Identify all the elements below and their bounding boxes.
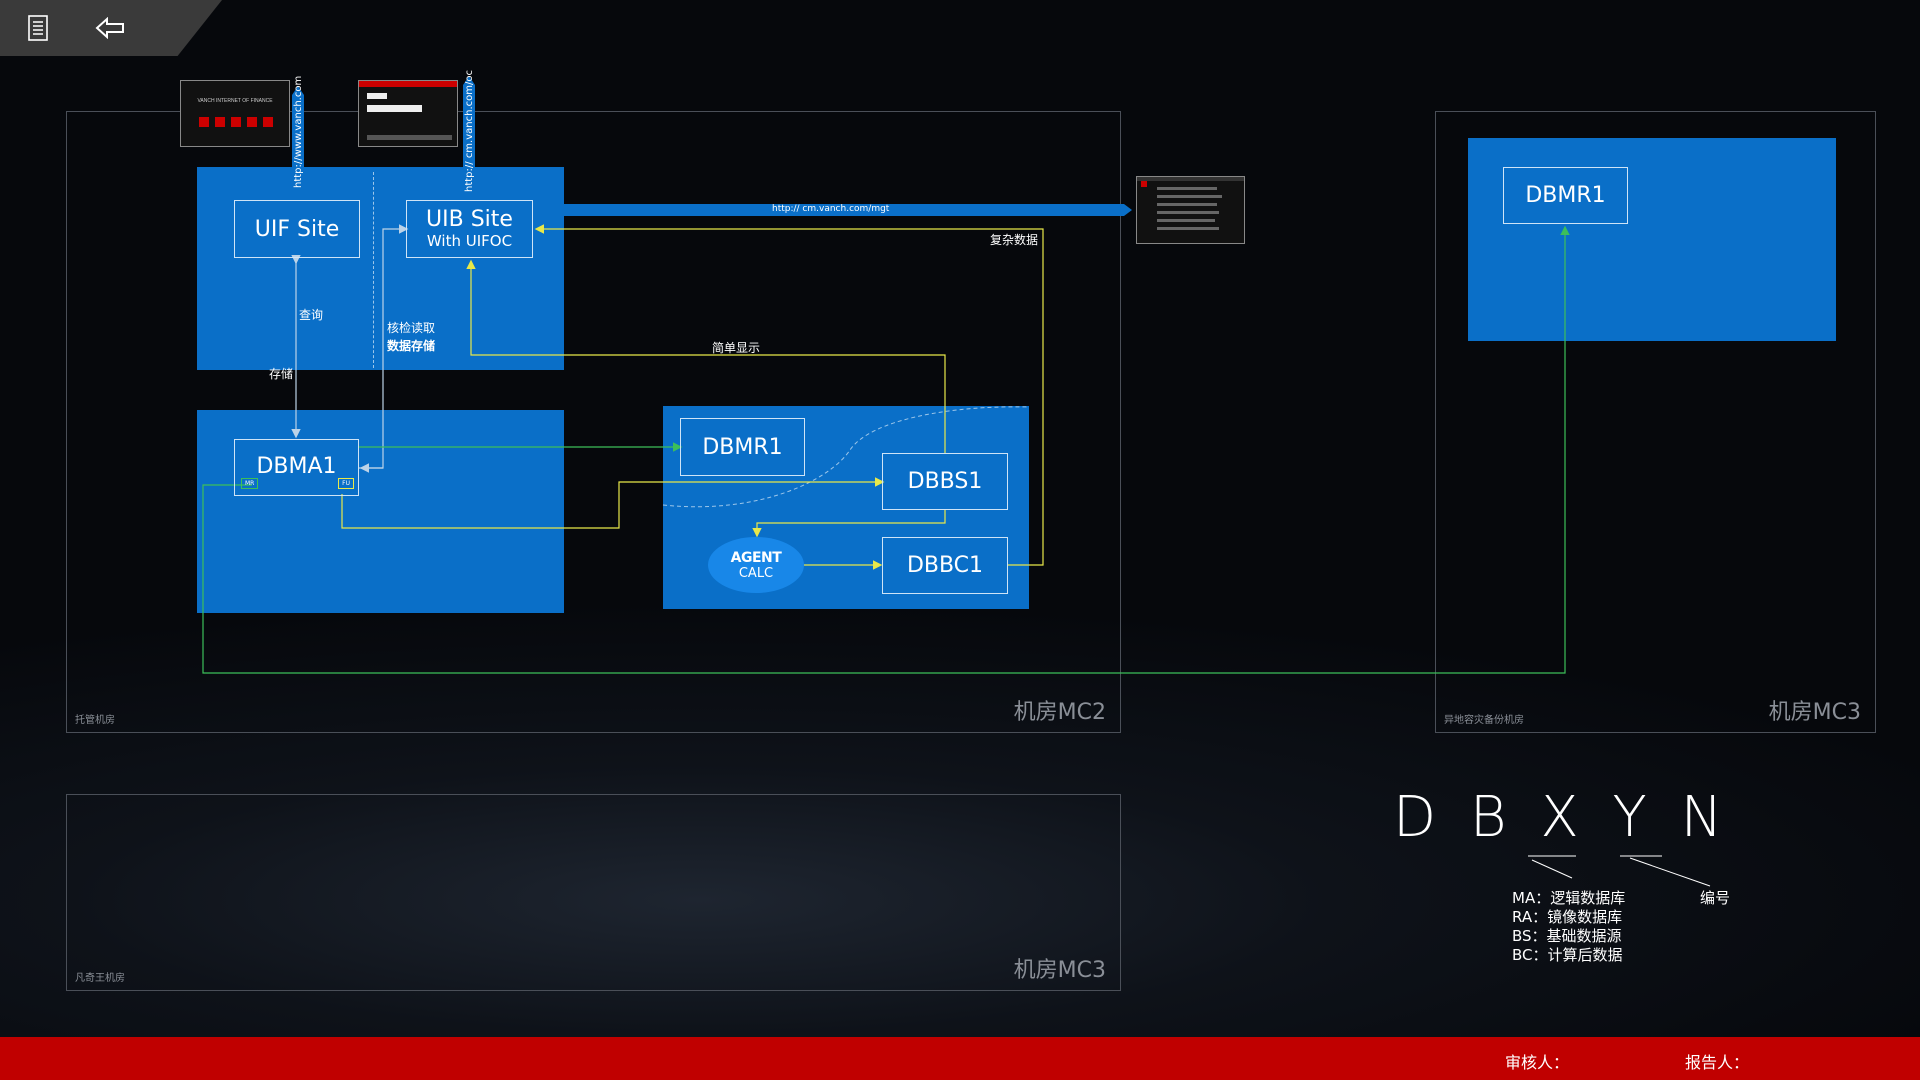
uib-site-node[interactable]: UIB Site With UIFOC: [406, 200, 533, 258]
agent-sub-label: CALC: [738, 565, 774, 581]
room-mc3-right-label: 机房MC3: [1768, 700, 1861, 725]
reporter-label: 报告人：: [1685, 1053, 1750, 1072]
agent-label: AGENT: [730, 549, 782, 566]
uif-url-label[interactable]: http://www.vanch.com: [293, 75, 304, 188]
uif-site-node[interactable]: UIF Site: [234, 200, 360, 258]
uif-site-label: UIF Site: [254, 216, 340, 242]
legend-item-bc: BC：计算后数据: [1512, 946, 1623, 964]
mr-tag: MR: [241, 478, 259, 489]
uif-screenshot-thumbnail[interactable]: VANCH INTERNET OF FINANCE: [180, 80, 290, 147]
room-mc3-right-small-label: 异地容灾备份机房: [1444, 715, 1524, 726]
room-mc3-right: 异地容灾备份机房 机房MC3: [1435, 111, 1876, 733]
dbma-block: [197, 410, 564, 613]
thumb-title: VANCH INTERNET OF FINANCE: [197, 98, 273, 104]
uib-url-label[interactable]: http:// cm.vanch.com/oc: [464, 70, 475, 192]
dbbc1-node[interactable]: DBBC1: [882, 537, 1008, 594]
back-arrow-icon[interactable]: [90, 8, 130, 48]
web-block-divider: [373, 172, 374, 368]
store-label: 存储: [269, 367, 294, 381]
room-mc3-bottom: 凡奇王机房 机房MC3: [66, 794, 1121, 991]
dbma1-label: DBMA1: [256, 454, 337, 479]
room-mc3-bottom-small-label: 凡奇王机房: [75, 973, 125, 984]
mgt-screenshot-thumbnail[interactable]: [1136, 176, 1245, 244]
simple-display-label: 简单显示: [712, 341, 761, 355]
room-mc2-small-label: 托管机房: [75, 715, 115, 726]
reviewer-label: 审核人：: [1505, 1053, 1570, 1072]
room-mc2-label: 机房MC2: [1013, 700, 1106, 725]
number-label: 编号: [1700, 889, 1731, 907]
dbbc1-label: DBBC1: [906, 553, 984, 578]
legend-item-ra: RA：镜像数据库: [1512, 908, 1623, 926]
top-toolbar: [0, 0, 222, 56]
remote-dbmr-block: [1468, 138, 1836, 341]
room-mc2: 托管机房 机房MC2: [66, 111, 1121, 733]
dbma1-node[interactable]: DBMA1 MR FU: [234, 439, 359, 496]
query-label: 查询: [299, 308, 324, 322]
remote-dbmr1-label: DBMR1: [1525, 183, 1606, 208]
dbmr1-node[interactable]: DBMR1: [680, 418, 805, 476]
uib-screenshot-thumbnail[interactable]: [358, 80, 458, 147]
agent-calc-node[interactable]: AGENT CALC: [708, 537, 804, 593]
remote-dbmr1-node[interactable]: DBMR1: [1503, 167, 1628, 224]
complex-data-label: 复杂数据: [990, 233, 1039, 247]
mgt-url-label[interactable]: http:// cm.vanch.com/mgt: [772, 204, 890, 214]
dbmr1-label: DBMR1: [702, 434, 783, 460]
dbbs1-label: DBBS1: [907, 469, 983, 494]
legend-item-ma: MA：逻辑数据库: [1512, 889, 1626, 907]
uib-site-label: UIB Site: [426, 207, 513, 232]
fu-tag: FU: [338, 478, 354, 489]
naming-code: D B X Y N: [1393, 785, 1731, 850]
room-mc3-bottom-label: 机房MC3: [1013, 958, 1106, 983]
legend-item-bs: BS：基础数据源: [1512, 927, 1622, 945]
data-store-label: 数据存储: [387, 339, 436, 353]
dbbs1-node[interactable]: DBBS1: [882, 453, 1008, 510]
uib-site-sub-label: With UIFOC: [426, 232, 513, 250]
legend-list: MA：逻辑数据库 RA：镜像数据库 BS：基础数据源 BC：计算后数据: [1512, 889, 1625, 965]
check-read-label: 核检读取: [387, 321, 436, 335]
document-list-icon[interactable]: [18, 8, 58, 48]
footer-bar: 审核人： 报告人：: [0, 1037, 1920, 1080]
